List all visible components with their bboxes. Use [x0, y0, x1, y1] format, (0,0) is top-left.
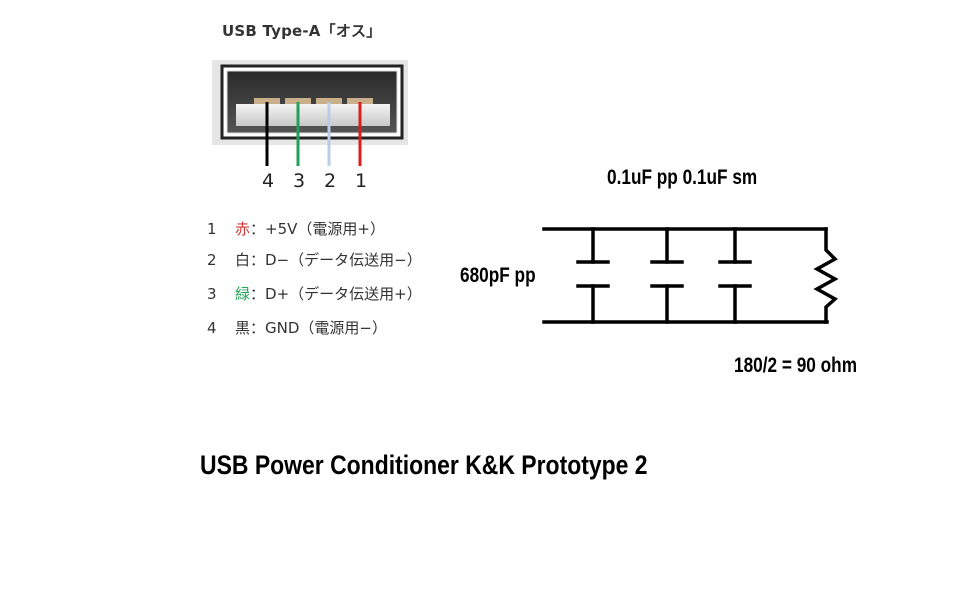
- wire-color-name: 白: [235, 251, 251, 269]
- pin-num: 1: [207, 220, 217, 238]
- wire-color-name: 赤: [235, 220, 251, 238]
- pin-description: ：GND（電源用−）: [250, 319, 387, 337]
- cap-label-680pf: 680pF pp: [460, 264, 536, 287]
- pin-description: ：+5V（電源用+）: [250, 220, 385, 238]
- pin-number: 3: [293, 170, 306, 192]
- capacitor-0-1uf-pp: [650, 227, 684, 324]
- pin-num: 4: [207, 319, 217, 337]
- wire-color-name: 黒: [235, 319, 251, 337]
- capacitor-0-1uf-sm: [718, 227, 752, 324]
- usb-diagram-title: USB Type-A「オス」: [222, 22, 382, 40]
- pin-description: ：D−（データ伝送用−）: [250, 251, 422, 269]
- pin-num: 3: [207, 285, 217, 303]
- circuit-schematic: [542, 227, 839, 324]
- resistor-label: 180/2 = 90 ohm: [734, 354, 858, 377]
- pin-number: 2: [324, 170, 337, 192]
- diagram-title: USB Power Conditioner K&K Prototype 2: [200, 450, 648, 480]
- pin-number: 1: [355, 170, 368, 192]
- pin-number: 4: [262, 170, 275, 192]
- connector-tongue: [236, 104, 390, 126]
- capacitor-680pf: [576, 227, 610, 324]
- wire-color-name: 緑: [235, 285, 251, 303]
- pin-description: ：D+（データ伝送用+）: [250, 285, 422, 303]
- cap-labels-top: 0.1uF pp 0.1uF sm: [607, 166, 758, 189]
- pin-num: 2: [207, 251, 217, 269]
- resistor: [813, 227, 839, 324]
- pin-wires: [265, 102, 362, 166]
- usb-connector-illustration: [212, 60, 408, 166]
